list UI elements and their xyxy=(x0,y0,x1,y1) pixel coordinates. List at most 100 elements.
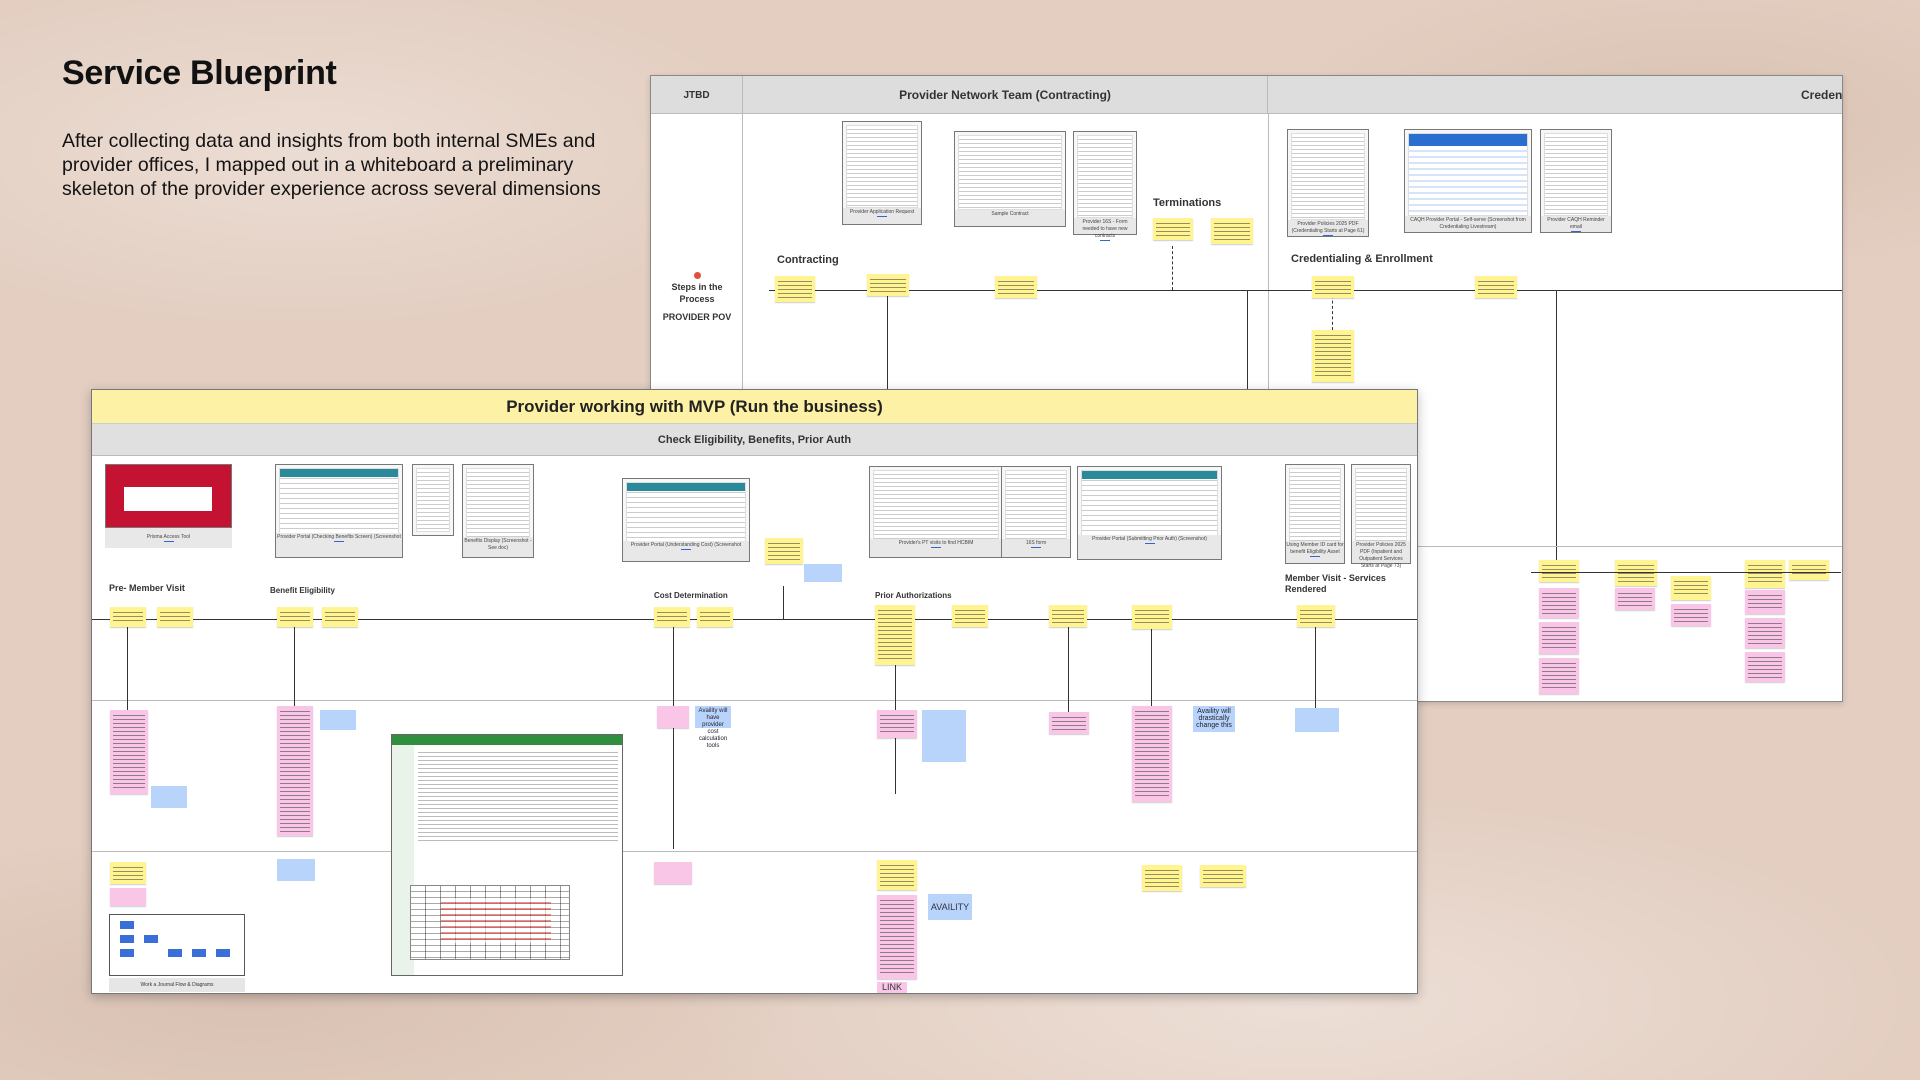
link-label[interactable]: LINK xyxy=(877,982,907,994)
sticky-note[interactable] xyxy=(867,274,909,296)
screenshot-embedded-app[interactable] xyxy=(391,734,623,976)
whiteboard-run-the-business[interactable]: Provider working with MVP (Run the busin… xyxy=(91,389,1418,994)
sticky-note-pink[interactable] xyxy=(277,706,313,836)
doc-caqh-portal[interactable]: CAQH Provider Portal - Self-serve (Scree… xyxy=(1404,129,1532,233)
sticky-note-pink[interactable] xyxy=(657,706,689,728)
stage-pre-member-visit: Pre- Member Visit xyxy=(109,583,185,594)
sticky-note-pink[interactable] xyxy=(1745,618,1785,648)
sticky-note[interactable] xyxy=(1153,218,1193,240)
sticky-note-blue[interactable] xyxy=(1295,708,1339,732)
sticky-note[interactable] xyxy=(1132,605,1172,629)
sticky-note[interactable] xyxy=(1745,560,1785,588)
slide-title: Service Blueprint xyxy=(62,54,337,93)
process-line xyxy=(1531,572,1841,573)
doc-provider-16s[interactable]: Provider 16S - Form needed to have new c… xyxy=(1073,131,1137,235)
stage-prior-authorizations: Prior Authorizations xyxy=(875,590,952,601)
sticky-note[interactable] xyxy=(995,276,1037,298)
sticky-note[interactable] xyxy=(775,276,815,302)
section-contracting: Contracting xyxy=(777,254,839,266)
sticky-note-pink[interactable] xyxy=(1539,622,1579,654)
dashed-connector xyxy=(1172,246,1173,290)
screenshot-submitting-prior-auth[interactable]: Provider Portal (Submitting Prior Auth) … xyxy=(1077,466,1222,560)
sticky-note-pink[interactable] xyxy=(654,862,692,884)
stage-benefit-eligibility: Benefit Eligibility xyxy=(270,585,335,596)
sticky-note-pink[interactable] xyxy=(110,888,146,906)
doc-provider-application[interactable]: Provider Application Request xyxy=(842,121,922,225)
sticky-note-pink[interactable] xyxy=(1539,588,1579,618)
sticky-note-blue[interactable] xyxy=(151,786,187,808)
sticky-note[interactable] xyxy=(875,605,915,665)
sticky-note-blue[interactable] xyxy=(277,859,315,881)
sticky-note-pink[interactable] xyxy=(877,895,917,979)
screenshot-pt-visits[interactable]: Provider's PT visits to find HCBIM xyxy=(869,466,1003,558)
connector-line xyxy=(1247,290,1248,390)
sticky-note-blue[interactable] xyxy=(922,710,966,762)
connector-line xyxy=(783,586,784,619)
board-title: Provider working with MVP (Run the busin… xyxy=(92,390,1417,424)
sticky-note-pink[interactable] xyxy=(1049,712,1089,734)
sticky-note[interactable] xyxy=(110,862,146,884)
sticky-note-pink[interactable] xyxy=(1671,604,1711,626)
sticky-note[interactable] xyxy=(1539,560,1579,582)
slide-description: After collecting data and insights from … xyxy=(62,129,602,201)
sticky-note[interactable] xyxy=(697,607,733,627)
sticky-note[interactable] xyxy=(1297,605,1335,627)
screenshot-checking-benefits[interactable]: Provider Portal (Checking Benefits Scree… xyxy=(275,464,403,558)
sticky-note[interactable] xyxy=(1211,218,1253,244)
sticky-note-blue[interactable] xyxy=(320,710,356,730)
sticky-note[interactable] xyxy=(322,607,358,627)
sticky-note[interactable] xyxy=(1200,865,1246,887)
screenshot-benefits-display[interactable]: Benefits Display (Screenshot - See doc) xyxy=(462,464,534,558)
sticky-note[interactable] xyxy=(654,607,690,627)
diagram-caption: Work a Journal Flow & Diagrams xyxy=(109,978,245,992)
sticky-note[interactable] xyxy=(1312,330,1354,382)
sticky-note-availity[interactable]: Availity will have provider cost calcula… xyxy=(695,706,731,728)
stage-cost-determination: Cost Determination xyxy=(654,590,728,601)
sticky-note-pink[interactable] xyxy=(1615,588,1655,610)
provider-pov-label: PROVIDER POV xyxy=(659,312,735,322)
process-line xyxy=(769,290,1843,291)
steps-label: Steps in the Process xyxy=(659,272,735,305)
connector-line xyxy=(1556,290,1557,580)
screenshot-provider-policies[interactable]: Provider Policies 2025 PDF (Inpatient an… xyxy=(1351,464,1411,564)
sticky-note[interactable] xyxy=(952,605,988,627)
screenshot-benefit-detail[interactable] xyxy=(412,464,454,536)
doc-provider-policies[interactable]: Provider Policies 2025 PDF (Credentialin… xyxy=(1287,129,1369,237)
jtbd-header: JTBD xyxy=(651,76,743,114)
lane-divider xyxy=(92,851,1418,852)
sticky-note[interactable] xyxy=(1671,576,1711,600)
pin-icon xyxy=(694,272,701,279)
lane-divider xyxy=(92,700,1418,701)
sticky-note[interactable] xyxy=(765,538,803,564)
sticky-note[interactable] xyxy=(1475,276,1517,298)
diagram-journal-flow[interactable] xyxy=(109,914,245,976)
section-credentialing: Credentialing & Enrollment xyxy=(1291,253,1433,265)
column-header-credentialing: Creden xyxy=(1801,76,1842,114)
sticky-note-pink[interactable] xyxy=(1132,706,1172,802)
screenshot-member-id-card[interactable]: Using Member ID card for benefit Eligibi… xyxy=(1285,464,1345,564)
sticky-note[interactable] xyxy=(157,607,193,627)
sticky-note[interactable] xyxy=(1615,560,1657,586)
sticky-note[interactable] xyxy=(110,607,146,627)
sticky-note[interactable] xyxy=(877,860,917,890)
doc-caqh-reminder-email[interactable]: Provider CAQH Reminder email xyxy=(1540,129,1612,233)
doc-sample-contract[interactable]: Sample Contract xyxy=(954,131,1066,227)
sticky-note-availity-big[interactable]: AVAILITY xyxy=(928,894,972,920)
sticky-note-blue[interactable] xyxy=(804,564,842,582)
sticky-note-pink[interactable] xyxy=(877,710,917,738)
board-subtitle: Check Eligibility, Benefits, Prior Auth xyxy=(92,424,1417,456)
screenshot-16s-form[interactable]: 16S form xyxy=(1001,466,1071,558)
sticky-note[interactable] xyxy=(1049,605,1087,627)
sticky-note-pink[interactable] xyxy=(1539,658,1579,694)
sticky-note-pink[interactable] xyxy=(1745,590,1785,614)
sticky-note[interactable] xyxy=(1789,560,1829,580)
screenshot-understanding-cost[interactable]: Provider Portal (Understanding Cost) (Sc… xyxy=(622,478,750,562)
connector-line xyxy=(887,290,888,390)
screenshot-prisma-access[interactable] xyxy=(105,464,232,528)
sticky-note[interactable] xyxy=(1142,865,1182,891)
sticky-note[interactable] xyxy=(1312,276,1354,298)
sticky-note-availity-change[interactable]: Availity will drastically change this xyxy=(1193,706,1235,732)
sticky-note[interactable] xyxy=(277,607,313,627)
sticky-note-pink[interactable] xyxy=(110,710,148,794)
sticky-note-pink[interactable] xyxy=(1745,652,1785,682)
